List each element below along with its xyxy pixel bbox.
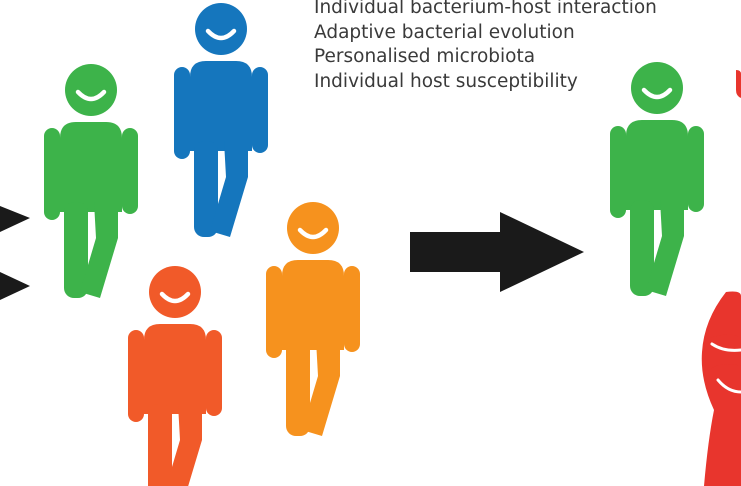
person-green-icon [44,64,138,298]
person-red-sick-icon [701,291,741,486]
person-blue-icon [174,3,268,237]
person-orange-icon [266,202,360,436]
concept-list: Individual bacterium-host interaction Ad… [314,0,657,94]
incoming-arrow-lower [0,272,30,300]
incoming-arrow-upper [0,206,30,232]
person-red-orange-icon [128,266,222,486]
concept-item: Individual bacterium-host interaction [314,0,657,18]
person-green-right-icon [610,62,704,296]
person-partial-top-right-icon [736,70,741,98]
transition-arrow-icon [410,212,584,292]
concept-item: Personalised microbiota [314,46,536,67]
concept-item: Individual host susceptibility [314,70,578,92]
concept-item: Adaptive bacterial evolution [314,21,575,43]
